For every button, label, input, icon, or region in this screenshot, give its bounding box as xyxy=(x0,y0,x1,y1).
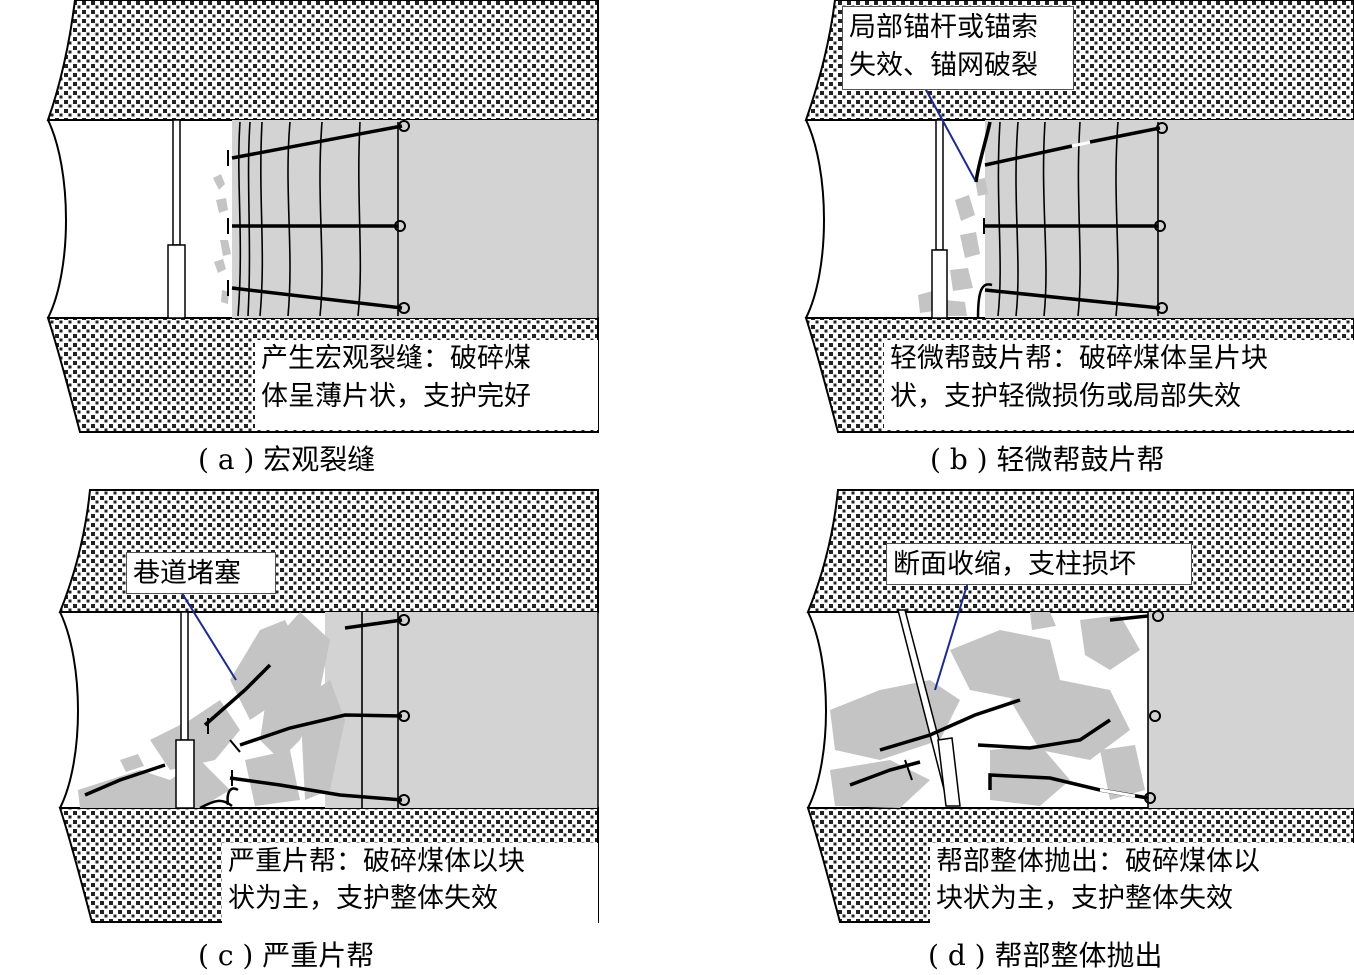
fragments xyxy=(830,612,1145,808)
coal-seam xyxy=(985,120,1354,318)
support-pillar xyxy=(175,611,195,809)
coal-seam xyxy=(232,120,598,318)
panel-d-description-line1: 帮部整体抛出：破碎煤体以 xyxy=(936,846,1260,877)
support-pillar xyxy=(897,609,961,807)
panel-d-description: 帮部整体抛出：破碎煤体以 块状为主，支护整体失效 xyxy=(930,843,1354,923)
anchor-bolts xyxy=(974,121,1168,319)
anchor-bolts xyxy=(227,120,410,314)
roadway-left-wall xyxy=(805,119,825,319)
roadway-left-wall xyxy=(807,611,827,809)
panel-d-caption: ( d ) 帮部整体抛出 xyxy=(928,939,1163,972)
panel-a-description: 产生宏观裂缝：破碎煤 体呈薄片状，支护完好 xyxy=(255,340,598,430)
panel-b-callout-line2: 失效、锚网破裂 xyxy=(849,50,1038,81)
support-pillar xyxy=(931,119,948,319)
panel-b-caption: ( b ) 轻微帮鼓片帮 xyxy=(930,443,1165,476)
roof-rock xyxy=(46,0,599,121)
leader-line xyxy=(934,581,969,691)
roadway-left-wall xyxy=(47,119,67,319)
panel-c-callout: 巷道堵塞 xyxy=(126,552,276,594)
panel-a-description-line1: 产生宏观裂缝：破碎煤 xyxy=(261,343,531,374)
panel-b-description-line1: 轻微帮鼓片帮：破碎煤体呈片块 xyxy=(890,343,1268,374)
fragments xyxy=(918,178,988,316)
panel-c-description-line2: 状为主，支护整体失效 xyxy=(228,883,498,914)
anchor-bolts xyxy=(849,610,1164,808)
panel-d-callout: 断面收缩，支柱损坏 xyxy=(886,543,1192,585)
panel-b-description-line2: 状，支护轻微损伤或局部失效 xyxy=(890,381,1241,412)
roadway-left-wall xyxy=(59,611,79,809)
panel-d-callout-text: 断面收缩，支柱损坏 xyxy=(893,549,1136,580)
leader-line xyxy=(179,589,237,681)
panel-a-description-line2: 体呈薄片状，支护完好 xyxy=(261,381,531,412)
panel-d-description-line2: 块状为主，支护整体失效 xyxy=(936,883,1233,914)
coal-seam xyxy=(1148,612,1354,808)
panel-c-description: 严重片帮：破碎煤体以块 状为主，支护整体失效 xyxy=(222,843,598,923)
panel-c-caption: ( c ) 严重片帮 xyxy=(198,939,375,972)
leader-line xyxy=(924,87,976,181)
panel-b-description: 轻微帮鼓片帮：破碎煤体呈片块 状，支护轻微损伤或局部失效 xyxy=(884,340,1354,430)
panel-a-caption: ( a ) 宏观裂缝 xyxy=(198,443,376,476)
anchor-bolts xyxy=(84,612,410,810)
panel-c-description-line1: 严重片帮：破碎煤体以块 xyxy=(228,846,525,877)
panel-b-callout: 局部锚杆或锚索 失效、锚网破裂 xyxy=(842,6,1074,90)
support-pillar xyxy=(167,119,186,319)
panel-b-callout-line1: 局部锚杆或锚索 xyxy=(849,12,1038,43)
panel-c-callout-text: 巷道堵塞 xyxy=(133,558,241,589)
coal-seam xyxy=(325,612,598,808)
